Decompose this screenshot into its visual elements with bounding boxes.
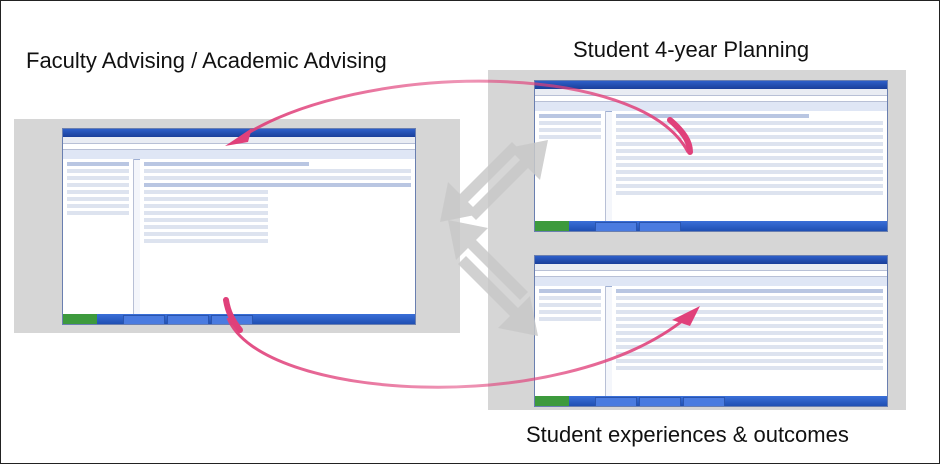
outcomes-screenshot xyxy=(534,255,888,407)
double-diagonal-arrow-icon xyxy=(440,140,548,336)
curved-arrow-top-icon xyxy=(225,79,693,155)
planning-screenshot xyxy=(534,80,888,232)
student-outcomes-label: Student experiences & outcomes xyxy=(526,422,849,447)
faculty-advising-label: Faculty Advising / Academic Advising xyxy=(26,48,387,73)
student-planning-label: Student 4-year Planning xyxy=(573,37,810,62)
faculty-advising-screenshot xyxy=(62,128,416,325)
curved-arrow-bottom-icon xyxy=(223,297,700,389)
